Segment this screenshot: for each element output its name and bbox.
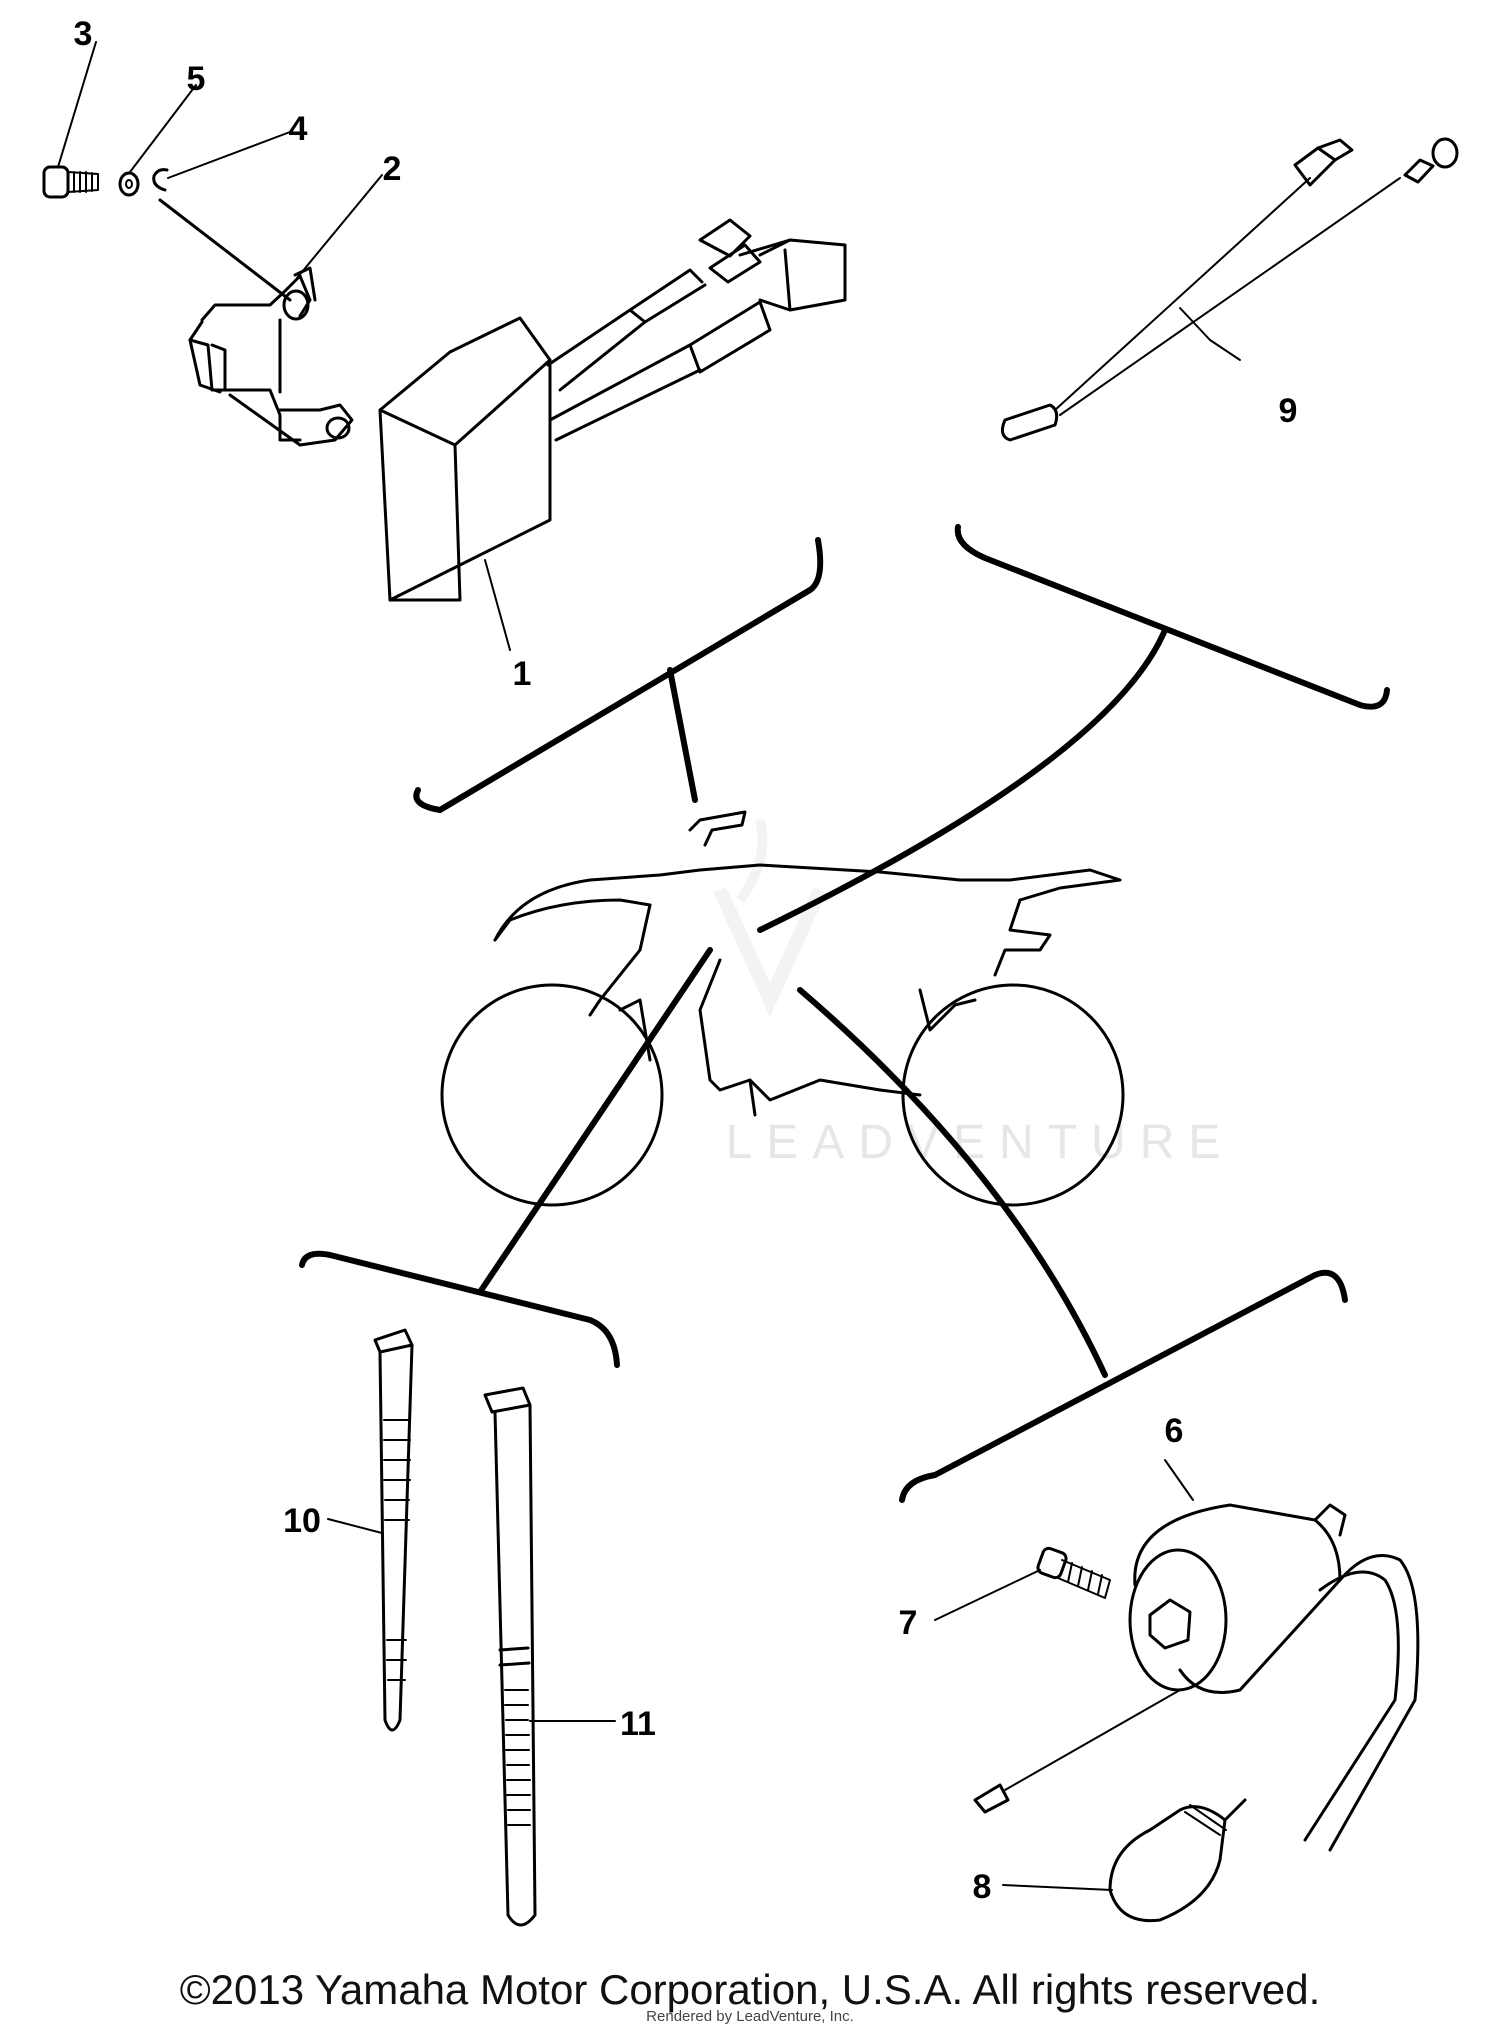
part-8-spark-plug-cap: [1108, 1798, 1247, 1923]
leader-lines: [57, 41, 1241, 1891]
watermark-text: LEADVENTURE: [726, 1116, 1235, 1169]
callout-1: 1: [513, 655, 532, 693]
part-9-wire-lead: [1000, 137, 1459, 442]
callout-8: 8: [973, 1868, 992, 1906]
group-bracket-upper-left: [413, 537, 824, 813]
callout-4: 4: [289, 110, 308, 148]
callout-10: 10: [283, 1502, 321, 1540]
part-7-bolt: [1036, 1546, 1111, 1599]
callout-7: 7: [899, 1604, 918, 1642]
part-5-washer: [118, 171, 140, 197]
callout-11: 11: [620, 1705, 656, 1743]
callout-2: 2: [383, 150, 402, 188]
callout-9: 9: [1279, 392, 1298, 430]
group-bracket-lower-left: [299, 947, 713, 1368]
part-3-bolt: [42, 165, 99, 199]
callout-6: 6: [1165, 1412, 1184, 1450]
part-11-cable-tie: [483, 1386, 537, 1927]
watermark-logo: [713, 818, 827, 1017]
part-6-ignition-coil: [973, 1503, 1420, 1852]
group-bracket-upper-right: [757, 524, 1390, 933]
copyright-text: ©2013 Yamaha Motor Corporation, U.S.A. A…: [179, 1966, 1321, 2013]
rendered-by-text: Rendered by LeadVenture, Inc.: [646, 2008, 854, 2025]
part-2-bracket: [158, 198, 354, 447]
group-bracket-lower-right: [797, 987, 1348, 1503]
part-4-lock-washer: [152, 168, 169, 192]
part-10-cable-tie: [373, 1328, 414, 1732]
callout-labels: 3 5 4 2 1 9 6 7 8 10 11: [74, 15, 1298, 1906]
callout-3: 3: [74, 15, 93, 53]
part-1-cdi-unit: [378, 218, 847, 651]
motorcycle-outline: [440, 810, 1125, 1207]
callout-5: 5: [187, 60, 206, 98]
